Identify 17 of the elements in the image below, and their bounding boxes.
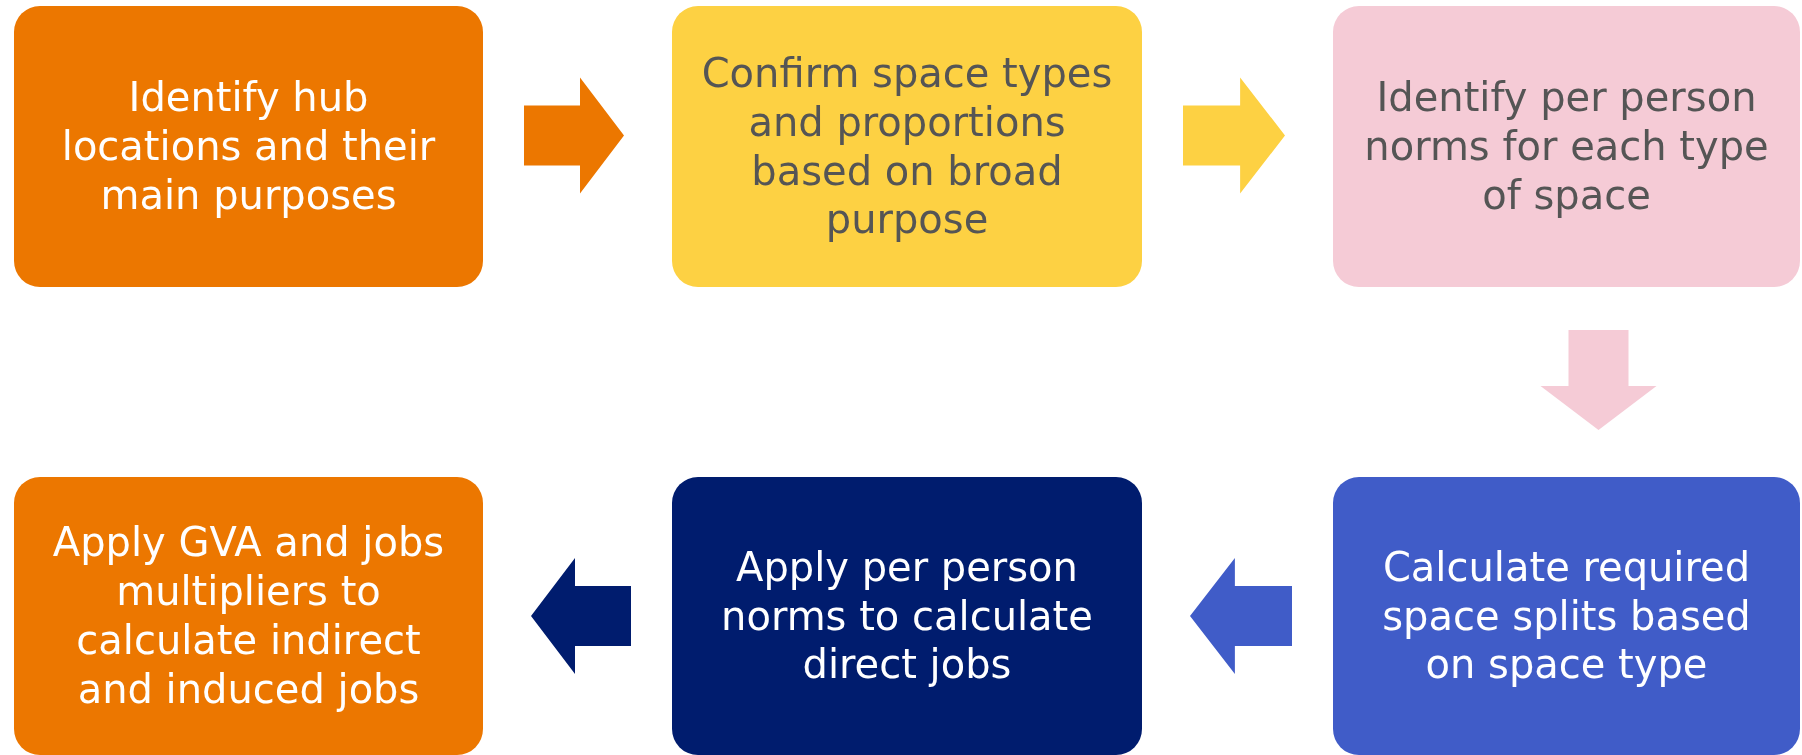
step-text: Identify hub locations and their main purposes bbox=[60, 73, 437, 220]
block-arrow bbox=[524, 77, 624, 194]
process-box bbox=[14, 477, 483, 755]
step-text: Apply per person norms to calculate direct jobs bbox=[720, 542, 1094, 690]
process-box bbox=[1333, 6, 1800, 287]
step-text: Identify per person norms for each type of space bbox=[1363, 73, 1770, 220]
process-box bbox=[672, 477, 1142, 755]
step-text: Confirm space types and proportions based on broad purpose bbox=[700, 48, 1114, 245]
process-box bbox=[1333, 477, 1800, 755]
block-arrow bbox=[1190, 558, 1292, 674]
step-text: Apply GVA and jobs multipliers to calculate indirect and induced jobs bbox=[51, 518, 446, 714]
process-box bbox=[672, 6, 1142, 287]
block-arrow bbox=[531, 558, 631, 674]
block-arrow bbox=[1183, 77, 1285, 194]
process-box bbox=[14, 6, 483, 287]
block-arrow bbox=[1540, 330, 1657, 430]
step-text: Calculate required space splits based on space type bbox=[1381, 542, 1752, 690]
